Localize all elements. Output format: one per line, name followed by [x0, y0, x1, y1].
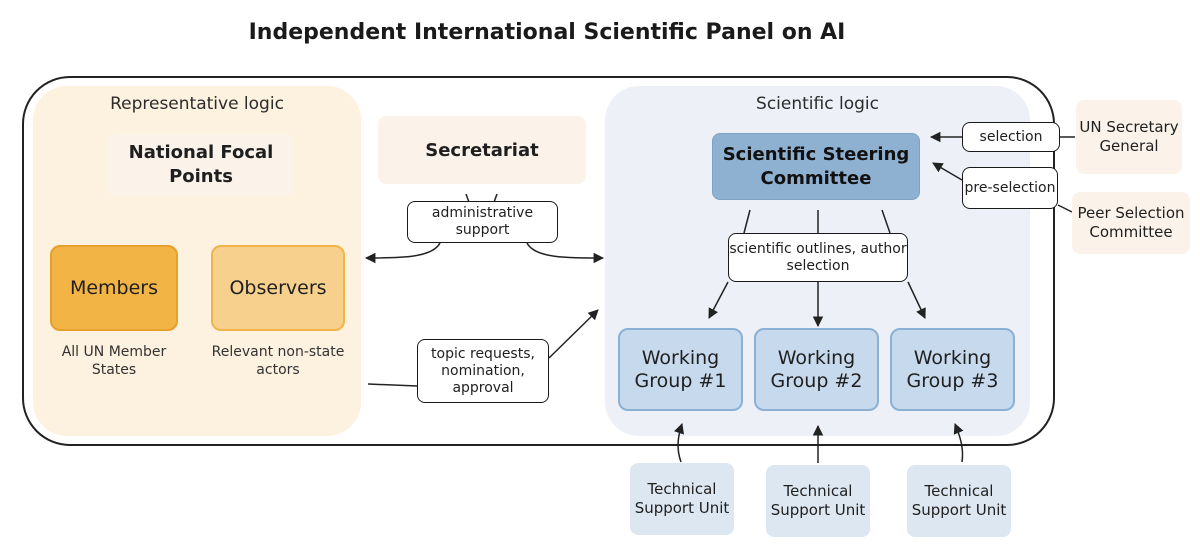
diagram-title: Independent International Scientific Pan… — [248, 20, 846, 45]
representative-logic-label: Representative logic — [110, 94, 284, 114]
peer-selection-committee-label: Peer Selection Committee — [1077, 204, 1185, 241]
topic-requests-label-box: topic requests, nomination, approval — [417, 339, 549, 403]
working-group-2-box: Working Group #2 — [754, 328, 879, 411]
peer-to-preselection-edge — [1057, 204, 1073, 213]
outlines-label: scientific outlines, author selection — [729, 240, 907, 274]
members-label: Members — [69, 277, 159, 299]
working-group-1-label: Working Group #1 — [634, 346, 727, 392]
technical-support-unit-3-label: Technical Support Unit — [911, 482, 1007, 519]
admin-support-label-box: administrative support — [407, 201, 558, 243]
admin-to-sci-arrow — [526, 242, 605, 264]
admin-to-rep-arrow — [364, 242, 441, 264]
observers-label: Observers — [229, 277, 327, 299]
selection-label: selection — [979, 128, 1043, 145]
tsu3-to-wg3-arrow — [953, 423, 964, 463]
outlines-to-wg1-arrow — [708, 281, 729, 319]
members-box: Members — [50, 245, 178, 331]
technical-support-unit-3-box: Technical Support Unit — [907, 465, 1011, 537]
steering-committee-label: Scientific Steering Committee — [722, 143, 910, 189]
topic-to-sci-arrow — [548, 309, 599, 359]
admin-support-label: administrative support — [431, 205, 534, 238]
outlines-label-box: scientific outlines, author selection — [728, 233, 908, 282]
working-group-3-box: Working Group #3 — [890, 328, 1015, 411]
observers-sublabel: Relevant non-state actors — [211, 344, 345, 378]
preselection-label: pre-selection — [964, 179, 1056, 196]
national-focal-points-box: National Focal Points — [108, 134, 294, 196]
tsu1-to-wg1-arrow — [674, 423, 684, 463]
national-focal-points-label: National Focal Points — [128, 142, 274, 187]
selection-label-box: selection — [962, 122, 1060, 152]
observers-box: Observers — [211, 245, 345, 331]
ssc-to-outlines-edge-3 — [881, 209, 891, 234]
technical-support-unit-1-box: Technical Support Unit — [630, 463, 734, 535]
steering-committee-box: Scientific Steering Committee — [712, 133, 920, 200]
topic-requests-label: topic requests, nomination, approval — [431, 345, 535, 396]
un-secretary-general-box: UN Secretary General — [1076, 100, 1182, 174]
outlines-to-wg3-arrow — [907, 281, 926, 319]
preselection-to-ssc-arrow — [932, 162, 963, 181]
scientific-logic-label: Scientific logic — [756, 94, 879, 114]
technical-support-unit-2-label: Technical Support Unit — [770, 482, 866, 519]
secretariat-label: Secretariat — [425, 139, 539, 161]
working-group-1-box: Working Group #1 — [618, 328, 743, 411]
rep-to-topic-edge — [367, 383, 418, 387]
technical-support-unit-2-box: Technical Support Unit — [766, 465, 870, 537]
secretariat-box: Secretariat — [378, 116, 586, 184]
technical-support-unit-1-label: Technical Support Unit — [634, 480, 730, 517]
un-secretary-general-label: UN Secretary General — [1079, 118, 1179, 155]
members-sublabel: All UN Member States — [61, 344, 167, 378]
working-group-3-label: Working Group #3 — [906, 346, 999, 392]
working-group-2-label: Working Group #2 — [770, 346, 863, 392]
ssc-to-outlines-edge-1 — [743, 209, 751, 234]
preselection-label-box: pre-selection — [962, 167, 1058, 209]
peer-selection-committee-box: Peer Selection Committee — [1072, 192, 1190, 254]
